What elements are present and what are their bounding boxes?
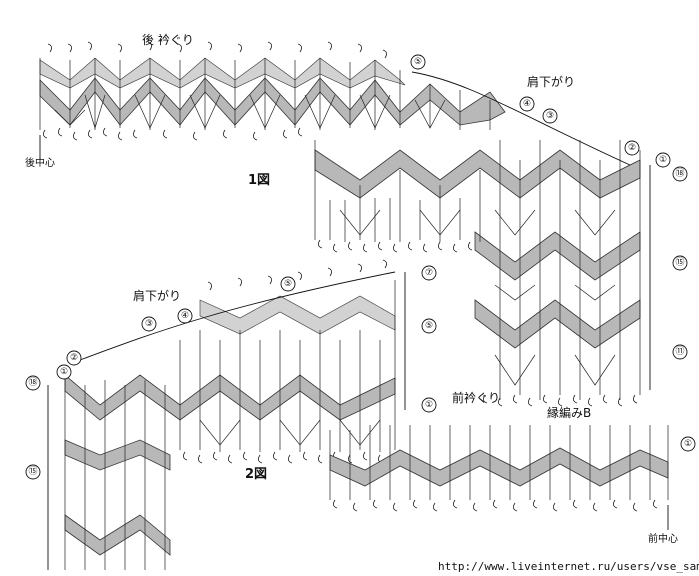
source-url: http://www.liveinternet.ru/users/vse_sam… [438, 560, 699, 573]
svg-text:⑦: ⑦ [425, 268, 433, 278]
figure-2-row-marker: ② [66, 350, 82, 366]
svg-text:⑮: ⑮ [28, 466, 37, 477]
figure-1-neck-label: 後 衿ぐり [142, 32, 194, 47]
figure-1-title: 1図 [248, 173, 270, 188]
svg-text:①: ① [684, 439, 692, 449]
svg-text:⑮: ⑮ [675, 257, 684, 268]
svg-text:⑱: ⑱ [28, 377, 37, 388]
figure-2-chart: 肩下がり 2図 前衿ぐり 縁編みB 前中心 ⑤ ④ ③ ② ① ⑦ [25, 259, 696, 570]
svg-text:⑤: ⑤ [284, 279, 292, 289]
figure-2-row-marker: ⑦ [421, 265, 437, 281]
figure-2-row-marker: ⑱ [25, 375, 41, 391]
svg-text:④: ④ [181, 311, 189, 321]
figure-1-row-marker: ⑱ [672, 166, 688, 182]
figure-1-chart: 後 衿ぐり 肩下がり 1図 後中心 ⑤ ④ ③ ② ① ⑱ ⑮ [25, 32, 688, 407]
back-body-section [39, 71, 651, 407]
figure-2-row-marker: ④ [177, 308, 193, 324]
figure-1-row-marker: ① [655, 152, 671, 168]
figure-1-center-label: 後中心 [25, 156, 55, 169]
figure-1-row-marker: ④ [519, 96, 535, 112]
figure-2-row-marker: ① [680, 436, 696, 452]
figure-1-row-marker: ⑤ [410, 54, 426, 70]
svg-text:①: ① [659, 155, 667, 165]
figure-2-row-marker: ③ [141, 316, 157, 332]
svg-text:⑪: ⑪ [675, 346, 684, 357]
svg-text:③: ③ [546, 111, 554, 121]
figure-1-row-marker: ⑪ [672, 344, 688, 360]
svg-text:①: ① [425, 400, 433, 410]
figure-2-title: 2図 [245, 467, 267, 482]
figure-2-edge-label: 縁編みB [547, 405, 591, 420]
back-neck-section [39, 41, 506, 141]
figure-2-row-marker: ⑮ [25, 464, 41, 480]
figure-1-row-marker: ⑮ [672, 255, 688, 271]
figure-2-row-marker: ① [56, 364, 72, 380]
figure-2-row-marker: ⑤ [280, 276, 296, 292]
figure-1-row-marker: ② [624, 140, 640, 156]
figure-2-center-label: 前中心 [648, 532, 678, 545]
front-body-section [47, 259, 406, 570]
svg-text:⑤: ⑤ [425, 321, 433, 331]
svg-text:⑱: ⑱ [675, 168, 684, 179]
figure-2-shoulder-label: 肩下がり [133, 288, 181, 303]
svg-text:③: ③ [145, 319, 153, 329]
figure-2-neck-label: 前衿ぐり [452, 390, 500, 405]
figure-1-shoulder-label: 肩下がり [527, 74, 575, 89]
figure-2-row-marker: ① [421, 397, 437, 413]
svg-text:⑤: ⑤ [414, 57, 422, 67]
svg-text:④: ④ [523, 99, 531, 109]
svg-text:②: ② [628, 143, 636, 153]
svg-text:②: ② [70, 353, 78, 363]
svg-text:①: ① [60, 367, 68, 377]
figure-1-row-marker: ③ [542, 108, 558, 124]
front-neck-section [329, 425, 669, 530]
figure-2-row-marker: ⑤ [421, 318, 437, 334]
